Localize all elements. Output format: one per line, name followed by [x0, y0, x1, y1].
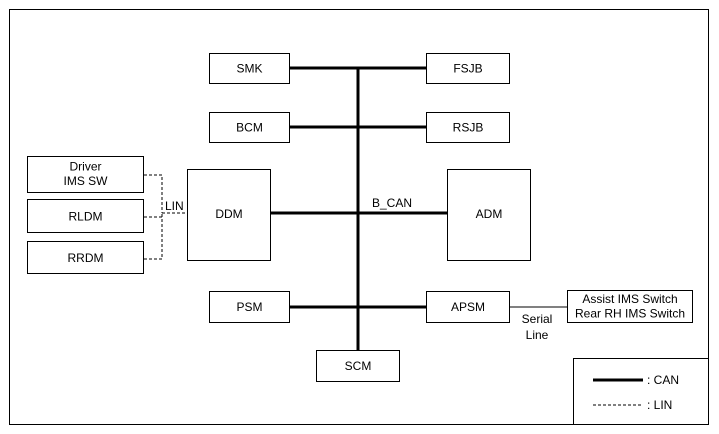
rrdm-module: RRDM [27, 241, 144, 274]
driver-ims-sw-label-line2: IMS SW [64, 174, 109, 188]
scm-module: SCM [316, 350, 400, 382]
ddm-module: DDM [187, 169, 271, 261]
assist-ims-switch-label-line1: Assist IMS Switch [582, 292, 677, 306]
rrdm-label: RRDM [68, 251, 104, 265]
rsjb-label: RSJB [453, 121, 484, 135]
fsjb-module: FSJB [426, 53, 510, 84]
apsm-label: APSM [451, 300, 485, 314]
driver-ims-sw-module: Driver IMS SW [27, 156, 144, 193]
adm-label: ADM [476, 207, 503, 221]
lin-bus [144, 174, 187, 260]
adm-module: ADM [447, 169, 531, 261]
rldm-label: RLDM [68, 210, 102, 224]
can-bus [271, 66, 447, 351]
bcm-module: BCM [209, 112, 290, 143]
psm-module: PSM [209, 291, 290, 323]
ddm-label: DDM [215, 207, 242, 221]
bcm-label: BCM [236, 121, 263, 135]
scm-label: SCM [345, 359, 372, 373]
legend: : CAN : LIN [573, 358, 709, 425]
assist-ims-switch-label-line2: Rear RH IMS Switch [575, 307, 685, 321]
lin-rrdm [144, 213, 163, 260]
smk-label: SMK [236, 62, 262, 76]
fsjb-label: FSJB [453, 62, 482, 76]
smk-module: SMK [209, 53, 290, 84]
serial-line-label-line1: Serial [522, 312, 553, 326]
apsm-module: APSM [426, 291, 510, 323]
lin-driver-ims [144, 174, 163, 213]
psm-label: PSM [236, 300, 262, 314]
serial-line-label-line2: Line [526, 328, 549, 342]
lin-label: LIN [165, 199, 184, 213]
b-can-label: B_CAN [372, 196, 412, 210]
diagram-frame [9, 9, 709, 425]
assist-ims-switch-module: Assist IMS Switch Rear RH IMS Switch [567, 290, 693, 323]
driver-ims-sw-label-line1: Driver [70, 160, 102, 174]
rsjb-module: RSJB [426, 112, 510, 143]
rldm-module: RLDM [27, 199, 144, 233]
legend-lin-label: : LIN [647, 398, 672, 412]
legend-box [573, 358, 709, 425]
legend-can-label: : CAN [647, 373, 679, 387]
